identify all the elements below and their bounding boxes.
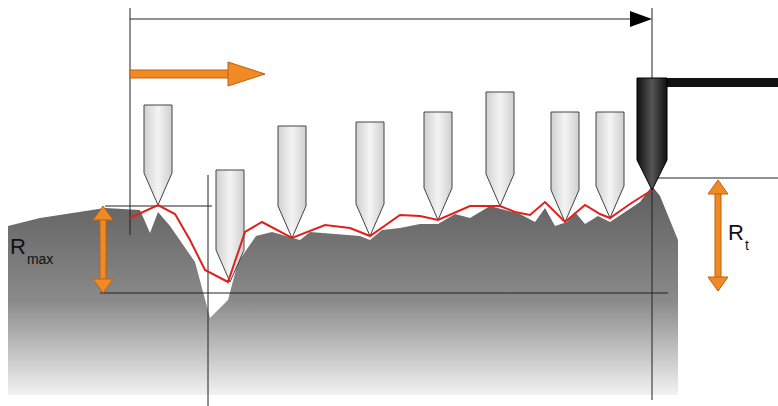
stylus-tip [278, 126, 306, 238]
stylus-tip [486, 92, 514, 206]
surface-profile [8, 186, 678, 395]
stylus-tips [144, 92, 624, 282]
stylus-tip [144, 105, 172, 205]
direction-arrow [130, 62, 265, 86]
stylus-tip [596, 112, 624, 218]
dimension-subscript: max [27, 252, 53, 266]
dimension-symbol: R [10, 236, 26, 258]
dimension-arrows [93, 180, 728, 293]
dimension-symbol: R [728, 222, 744, 244]
guide-lines [100, 8, 778, 406]
trace-line [130, 190, 652, 282]
stylus-tip [551, 112, 579, 222]
stylus-tip [424, 112, 452, 220]
arrow-head [630, 11, 652, 27]
stylus-tip [216, 170, 244, 282]
stylus-tip [356, 122, 384, 236]
measuring-stylus [637, 78, 778, 190]
dimension-subscript: t [745, 238, 749, 252]
